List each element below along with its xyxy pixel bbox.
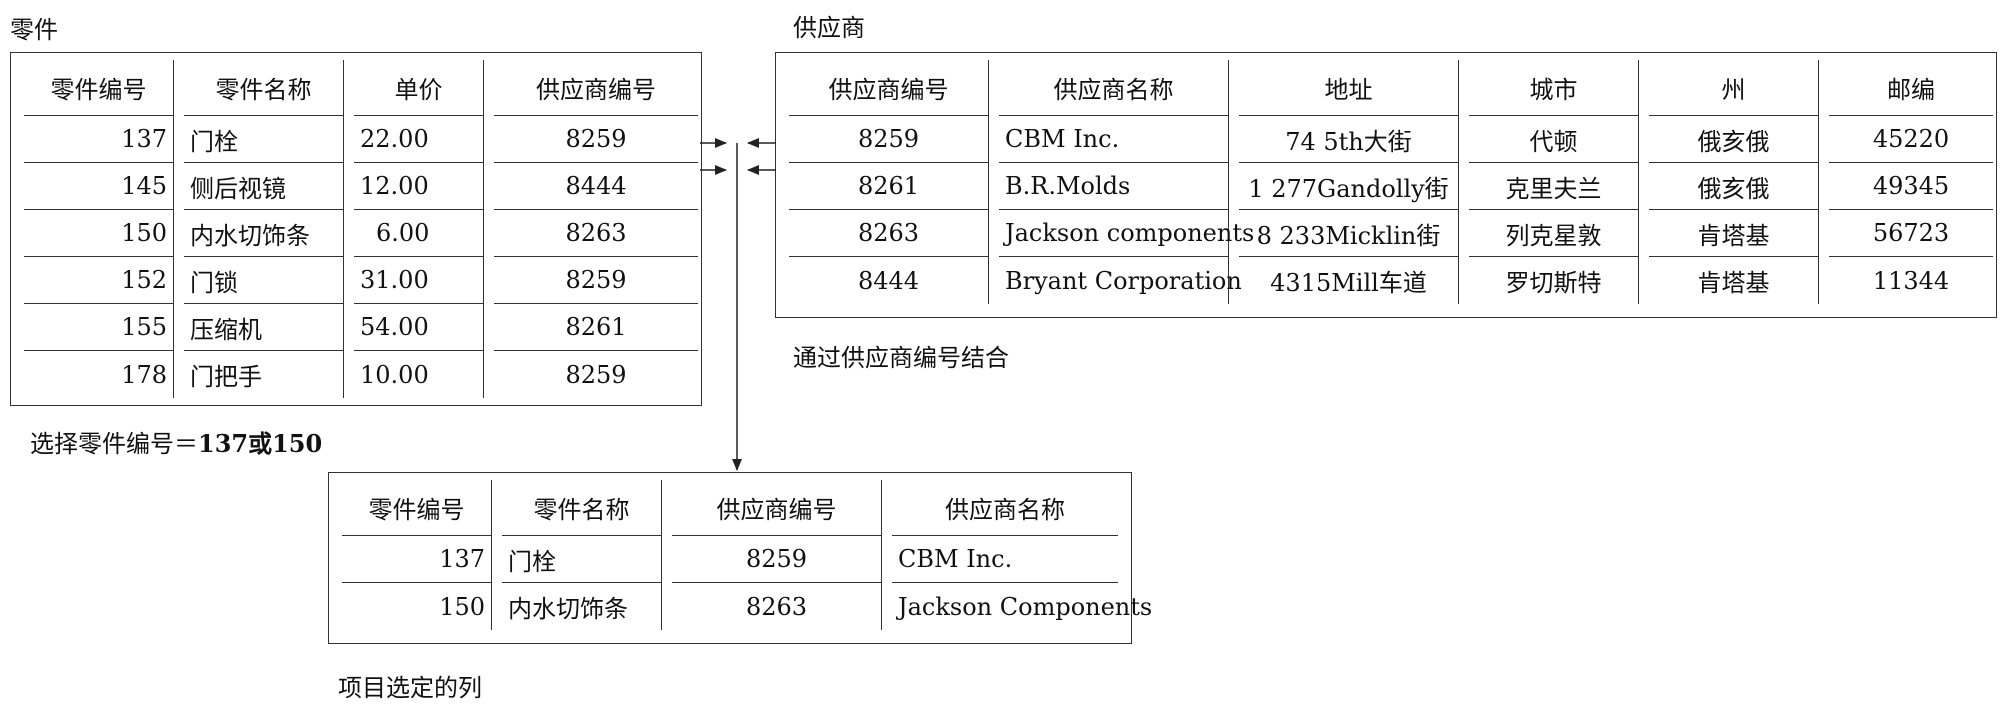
parts-cell-price: 6.00 xyxy=(354,210,484,257)
table-row: 8261 B.R.Molds 1 277Gandolly街 克里夫兰 俄亥俄 4… xyxy=(789,163,1993,210)
parts-cell-name: 门把手 xyxy=(184,351,344,398)
parts-col-header: 零件名称 xyxy=(184,60,344,116)
suppliers-cell-state: 肯塔基 xyxy=(1649,257,1819,304)
table-row: 145 侧后视镜 12.00 8444 xyxy=(24,163,698,210)
result-cell-supplier-name: Jackson Components xyxy=(898,592,1153,621)
result-col-header: 供应商编号 xyxy=(672,480,882,536)
suppliers-col-header: 供应商编号 xyxy=(789,60,989,116)
result-cell-supplier-id: 8263 xyxy=(672,583,882,630)
suppliers-cell-name: CBM Inc. xyxy=(999,116,1229,163)
suppliers-cell-zip: 56723 xyxy=(1829,210,1993,257)
suppliers-col-header: 城市 xyxy=(1469,60,1639,116)
result-cell-id: 150 xyxy=(342,583,492,630)
suppliers-col-header: 地址 xyxy=(1239,60,1459,116)
parts-table-box xyxy=(10,52,702,406)
result-header-row: 零件编号 零件名称 供应商编号 供应商名称 xyxy=(342,480,1118,536)
suppliers-cell-zip: 49345 xyxy=(1829,163,1993,210)
parts-cell-id: 152 xyxy=(24,257,174,304)
suppliers-cell-zip: 45220 xyxy=(1829,116,1993,163)
suppliers-cell-zip: 11344 xyxy=(1872,266,1950,295)
parts-header-row: 零件编号 零件名称 单价 供应商编号 xyxy=(24,60,698,116)
table-row: 8259 CBM Inc. 74 5th大街 代顿 俄亥俄 45220 xyxy=(789,116,1993,163)
parts-cell-supplier: 8263 xyxy=(494,210,698,257)
parts-table-title: 零件 xyxy=(10,16,58,44)
result-table-box xyxy=(328,472,1132,644)
suppliers-col-header: 供应商名称 xyxy=(999,60,1229,116)
parts-cell-price: 12.00 xyxy=(354,163,484,210)
table-row: 155 压缩机 54.00 8261 xyxy=(24,304,698,351)
suppliers-cell-name: Bryant Corporation xyxy=(999,257,1242,304)
suppliers-col-header: 州 xyxy=(1649,60,1819,116)
suppliers-cell-city: 克里夫兰 xyxy=(1469,163,1639,210)
parts-cell-supplier: 8259 xyxy=(565,360,627,389)
parts-cell-id: 137 xyxy=(24,116,174,163)
result-caption: 项目选定的列 xyxy=(338,674,482,702)
select-condition-prefix: 选择零件编号＝ xyxy=(30,430,198,458)
parts-cell-price: 10.00 xyxy=(354,351,484,398)
join-label: 通过供应商编号结合 xyxy=(793,344,1009,372)
parts-table: 零件编号 零件名称 单价 供应商编号 137 门栓 22.00 8259 145… xyxy=(14,60,708,398)
suppliers-col-header: 邮编 xyxy=(1829,60,1993,116)
parts-cell-name: 门锁 xyxy=(184,257,344,304)
result-col-header: 供应商名称 xyxy=(892,480,1118,536)
suppliers-cell-city: 列克星敦 xyxy=(1469,210,1639,257)
parts-cell-price: 54.00 xyxy=(354,304,484,351)
suppliers-table-box xyxy=(775,52,1997,318)
result-table: 零件编号 零件名称 供应商编号 供应商名称 137 门栓 8259 CBM In… xyxy=(332,480,1153,630)
result-cell-supplier-id: 8259 xyxy=(672,536,882,583)
suppliers-table: 供应商编号 供应商名称 地址 城市 州 邮编 8259 CBM Inc. 74 … xyxy=(779,60,2000,304)
parts-cell-id: 145 xyxy=(24,163,174,210)
result-cell-supplier-name: CBM Inc. xyxy=(892,536,1118,583)
result-col-header: 零件编号 xyxy=(342,480,492,536)
result-cell-id: 137 xyxy=(342,536,492,583)
parts-cell-supplier: 8444 xyxy=(494,163,698,210)
parts-cell-name: 内水切饰条 xyxy=(184,210,344,257)
table-row: 137 门栓 8259 CBM Inc. xyxy=(342,536,1118,583)
result-col-header: 零件名称 xyxy=(502,480,662,536)
parts-col-header: 零件编号 xyxy=(24,60,174,116)
parts-cell-supplier: 8259 xyxy=(494,257,698,304)
table-row: 178 门把手 10.00 8259 xyxy=(24,351,698,398)
table-row: 8444 Bryant Corporation 4315Mill车道 罗切斯特 … xyxy=(789,257,1993,304)
parts-cell-supplier: 8261 xyxy=(494,304,698,351)
suppliers-header-row: 供应商编号 供应商名称 地址 城市 州 邮编 xyxy=(789,60,1993,116)
table-row: 152 门锁 31.00 8259 xyxy=(24,257,698,304)
parts-cell-id: 155 xyxy=(24,304,174,351)
suppliers-cell-city: 罗切斯特 xyxy=(1469,257,1639,304)
parts-col-header: 供应商编号 xyxy=(494,60,698,116)
suppliers-cell-id: 8259 xyxy=(789,116,989,163)
suppliers-cell-address: 1 277Gandolly街 xyxy=(1239,163,1459,210)
select-condition-label: 选择零件编号＝137或150 xyxy=(30,424,322,459)
suppliers-table-title: 供应商 xyxy=(793,14,865,42)
suppliers-cell-address: 4315Mill车道 xyxy=(1239,257,1459,304)
suppliers-cell-id: 8263 xyxy=(789,210,989,257)
parts-cell-name: 门栓 xyxy=(184,116,344,163)
suppliers-cell-state: 俄亥俄 xyxy=(1649,163,1819,210)
parts-cell-price: 31.00 xyxy=(354,257,484,304)
suppliers-cell-city: 代顿 xyxy=(1469,116,1639,163)
suppliers-cell-address: 74 5th大街 xyxy=(1239,116,1459,163)
parts-cell-id: 178 xyxy=(24,351,174,398)
suppliers-cell-state: 肯塔基 xyxy=(1649,210,1819,257)
suppliers-cell-state: 俄亥俄 xyxy=(1649,116,1819,163)
parts-col-header: 单价 xyxy=(354,60,484,116)
result-cell-name: 内水切饰条 xyxy=(502,583,662,630)
parts-cell-name: 压缩机 xyxy=(184,304,344,351)
table-row: 137 门栓 22.00 8259 xyxy=(24,116,698,163)
parts-cell-supplier: 8259 xyxy=(494,116,698,163)
suppliers-cell-address: 8 233Micklin街 xyxy=(1239,210,1459,257)
suppliers-cell-name: Jackson components xyxy=(999,210,1254,257)
suppliers-cell-name: B.R.Molds xyxy=(999,163,1229,210)
result-cell-name: 门栓 xyxy=(502,536,662,583)
parts-cell-price: 22.00 xyxy=(354,116,484,163)
suppliers-cell-id: 8261 xyxy=(789,163,989,210)
select-condition-values: 137或150 xyxy=(198,429,323,458)
parts-cell-name: 侧后视镜 xyxy=(184,163,344,210)
table-row: 8263 Jackson components 8 233Micklin街 列克… xyxy=(789,210,1993,257)
table-row: 150 内水切饰条 8263 Jackson Components xyxy=(342,583,1153,630)
parts-cell-id: 150 xyxy=(24,210,174,257)
table-row: 150 内水切饰条 6.00 8263 xyxy=(24,210,698,257)
suppliers-cell-id: 8444 xyxy=(789,257,989,304)
